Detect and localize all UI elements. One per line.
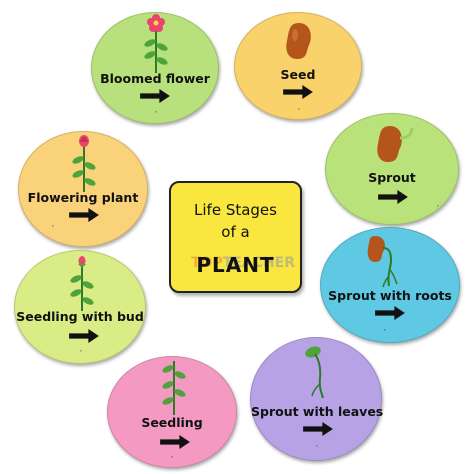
title-line-3: PLANT xyxy=(196,253,275,277)
card-seedling-with-bud: Seedling with bud ▪ xyxy=(14,250,146,364)
watermark-teacher: TEACHER xyxy=(222,255,296,271)
arrow-icon xyxy=(378,190,408,204)
label-seed: Seed xyxy=(280,67,316,82)
label-flowering-plant: Flowering plant xyxy=(27,190,139,205)
watermark: TOPTEACHER xyxy=(191,255,295,271)
sprout-with-leaves-icon xyxy=(305,346,324,399)
label-seedling-with-bud: Seedling with bud xyxy=(16,309,144,324)
logo-icon: ▪ xyxy=(437,203,439,208)
label-sprout: Sprout xyxy=(368,170,416,185)
card-sprout-with-leaves: Sprout with leaves ▪ xyxy=(250,337,384,461)
logo-icon: ▪ xyxy=(171,454,173,459)
logo-icon: ▪ xyxy=(298,106,300,111)
card-bloomed-flower: Bloomed flower ▪ xyxy=(91,12,219,124)
label-sprout-with-leaves: Sprout with leaves xyxy=(251,404,384,419)
arrow-icon xyxy=(283,85,313,99)
title-card: Life Stages of a TOPTEACHER PLANT xyxy=(169,181,302,293)
seedling-with-bud-icon xyxy=(70,256,94,311)
logo-icon: ▪ xyxy=(80,348,82,353)
label-seedling: Seedling xyxy=(141,415,203,430)
card-flowering-plant: Flowering plant ▪ xyxy=(18,131,148,247)
logo-icon: ▪ xyxy=(52,223,54,228)
label-sprout-with-roots: Sprout with roots xyxy=(328,288,452,303)
logo-icon: ▪ xyxy=(155,109,157,114)
arrow-icon xyxy=(69,329,99,343)
flowering-plant-icon xyxy=(72,135,96,192)
card-seed: Seed ▪ xyxy=(234,12,362,120)
logo-icon: ▪ xyxy=(316,443,318,448)
card-sprout: Sprout ▪ xyxy=(325,113,459,225)
sprout-with-roots-icon xyxy=(367,236,398,288)
sprouting-bean-icon xyxy=(377,126,414,162)
label-bloomed-flower: Bloomed flower xyxy=(100,71,210,86)
arrow-icon xyxy=(375,306,405,320)
arrow-icon xyxy=(160,435,190,449)
title-line-2: of a xyxy=(221,223,250,241)
bean-seed-icon xyxy=(286,23,311,59)
seedling-icon xyxy=(162,361,186,415)
logo-icon: ▪ xyxy=(384,327,386,332)
bloomed-flower-icon xyxy=(144,14,168,73)
card-seedling: Seedling ▪ xyxy=(107,356,237,468)
arrow-icon xyxy=(303,422,333,436)
arrow-icon xyxy=(140,89,170,103)
title-line-1: Life Stages xyxy=(194,201,277,219)
arrow-icon xyxy=(69,208,99,222)
watermark-top: TOP xyxy=(191,255,223,271)
card-sprout-with-roots: Sprout with roots ▪ xyxy=(320,227,460,343)
